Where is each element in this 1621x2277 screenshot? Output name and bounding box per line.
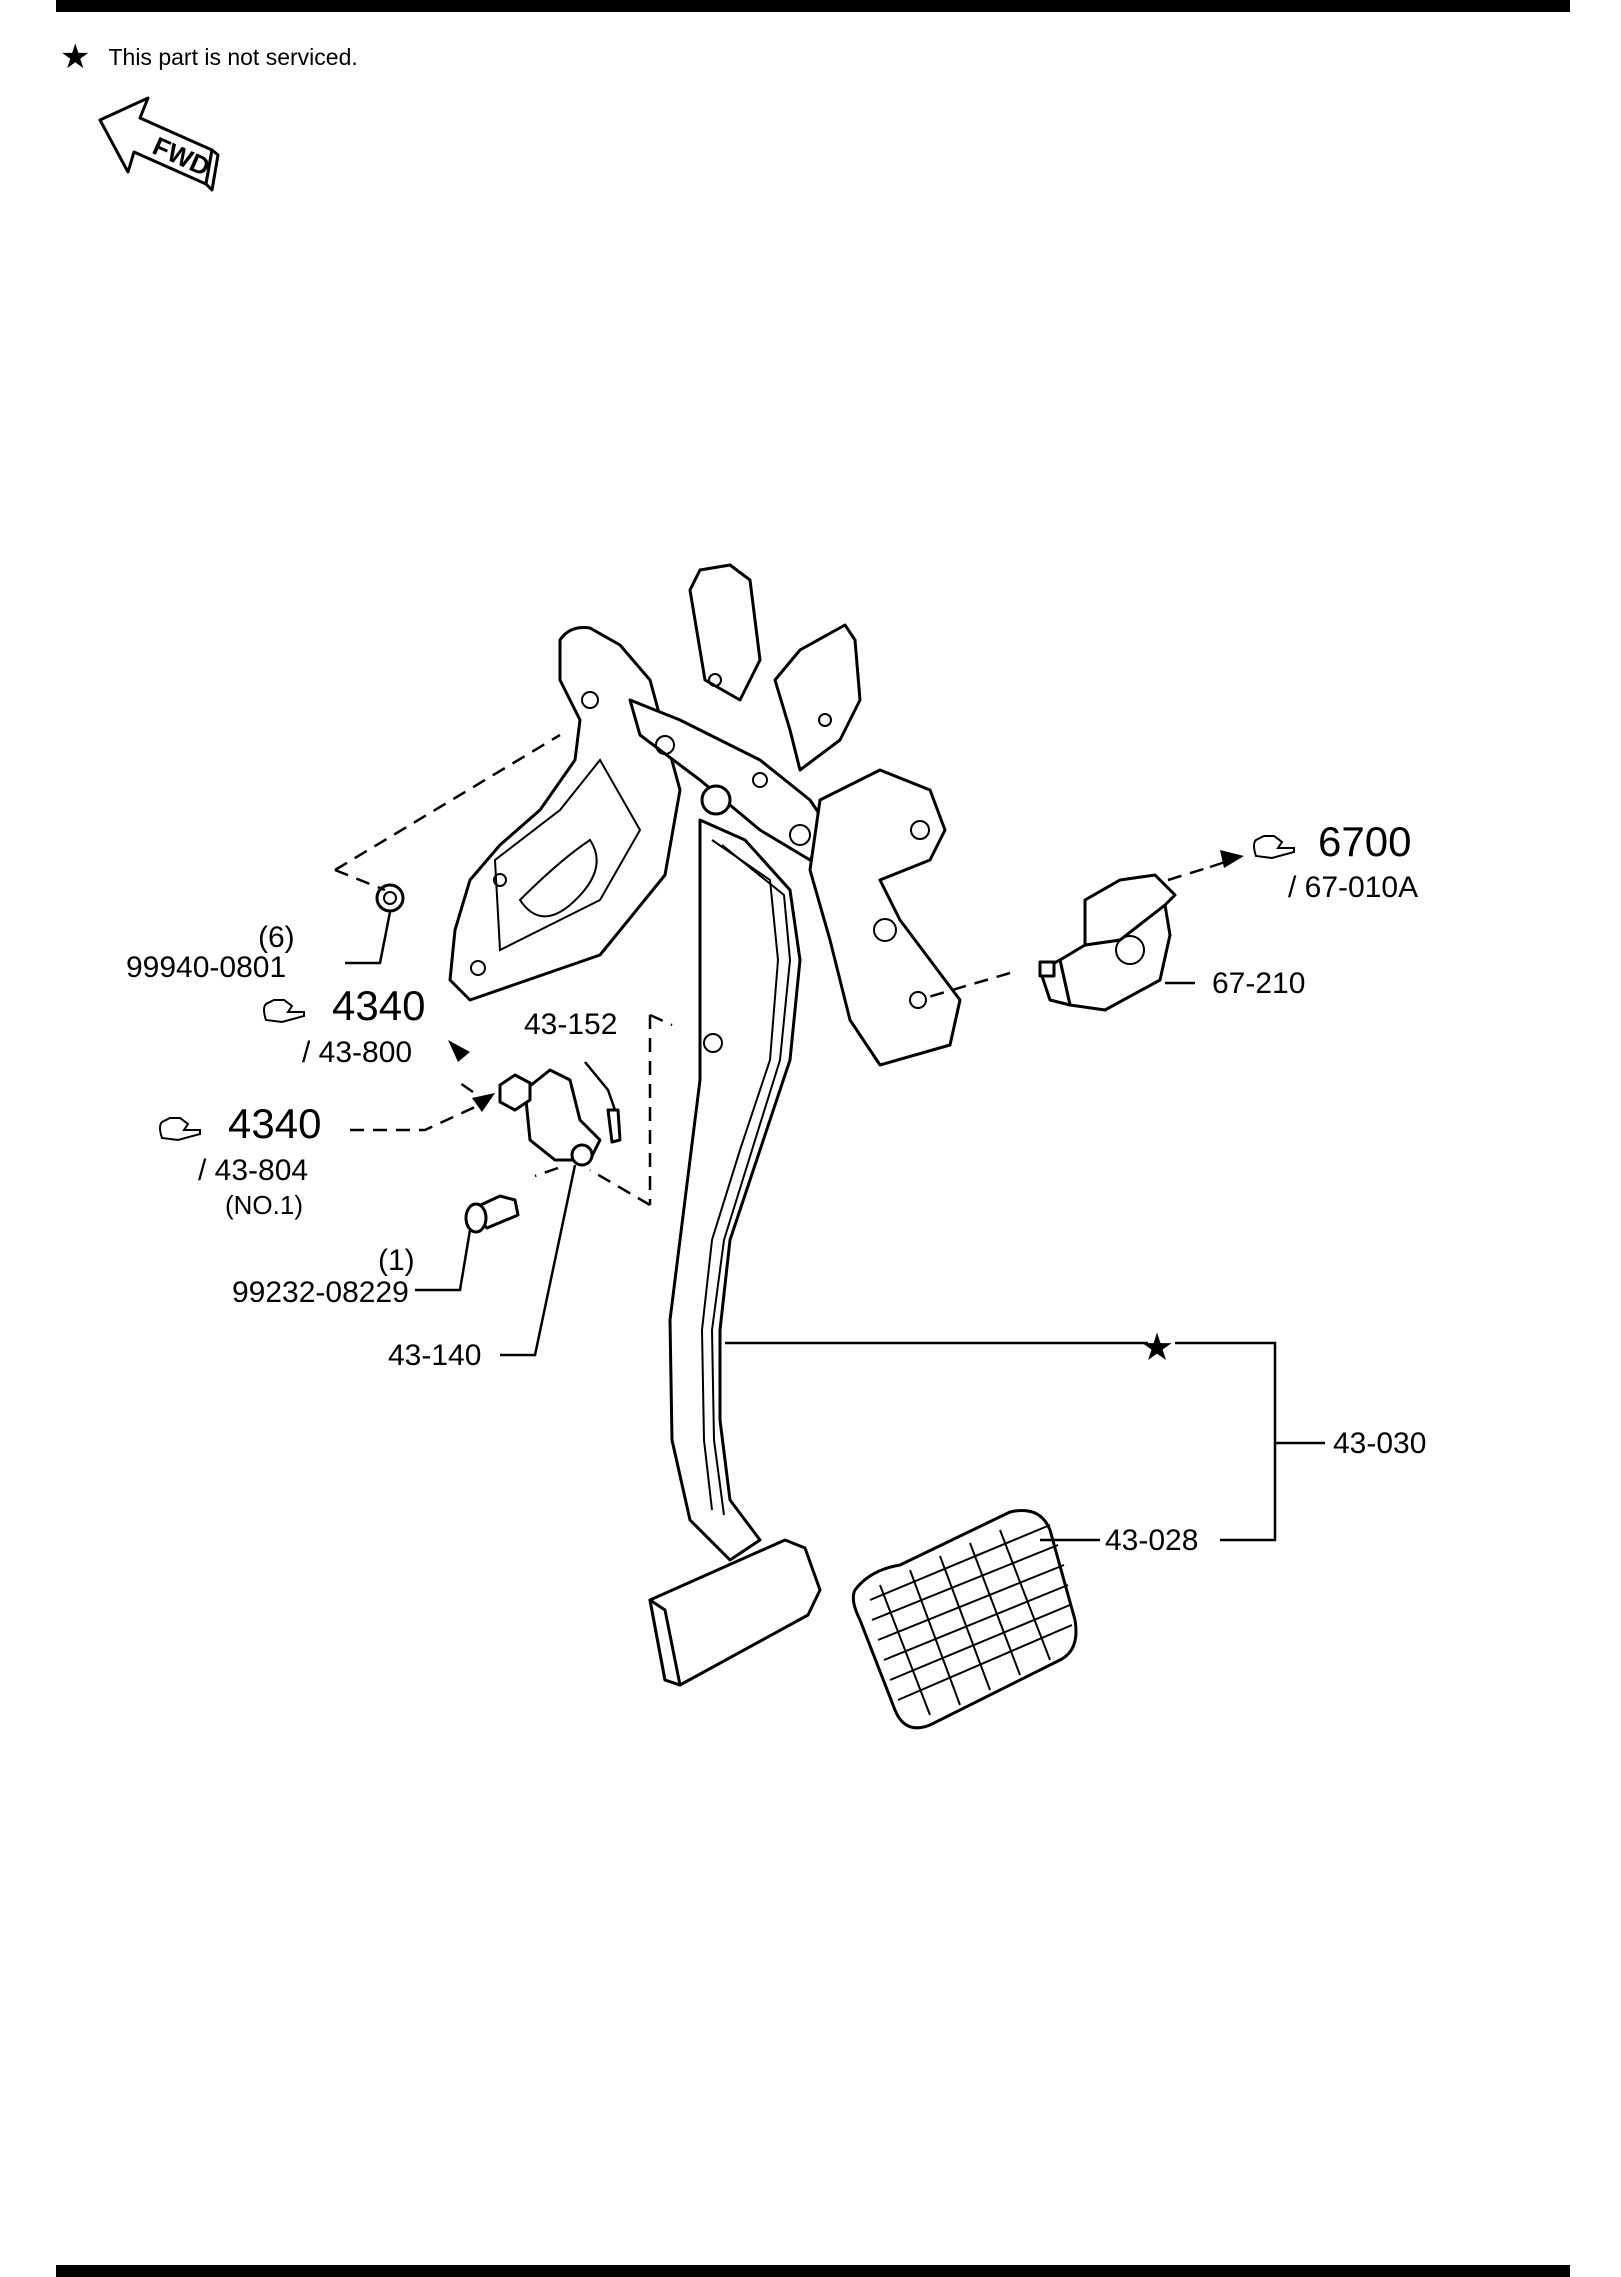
hand-pointer-icon-4340-a bbox=[263, 999, 305, 1024]
leader-lines bbox=[345, 911, 1325, 1542]
clip bbox=[606, 1108, 622, 1144]
ref-6700-number: 6700 bbox=[1318, 818, 1411, 865]
top-border-rule bbox=[56, 0, 1570, 12]
nut bbox=[498, 1073, 532, 1112]
ref-4340-b-note: (NO.1) bbox=[225, 1190, 303, 1220]
pedal-bracket-upper bbox=[628, 563, 862, 862]
part-99940-number: 99940-0801 bbox=[126, 951, 286, 984]
star-icon: ★ bbox=[60, 38, 91, 76]
pedal-pad bbox=[851, 1509, 1078, 1730]
part-67210-label: 67-210 bbox=[1212, 967, 1305, 1000]
brake-pedal-arm bbox=[668, 784, 802, 1562]
ref-4340-a-sub: / 43-800 bbox=[302, 1036, 412, 1069]
fwd-arrow-icon: FWD bbox=[98, 96, 220, 192]
part-43140-label: 43-140 bbox=[388, 1339, 481, 1372]
part-43152-label: 43-152 bbox=[524, 1008, 617, 1041]
part-99232-number: 99232-08229 bbox=[232, 1276, 409, 1309]
clevis bbox=[523, 1068, 602, 1167]
not-serviced-star-icon: ★ bbox=[1140, 1327, 1174, 1369]
assembly-lines bbox=[334, 733, 1244, 1207]
stop-light-switch bbox=[1038, 873, 1177, 1012]
pedal-foot-plate bbox=[648, 1538, 822, 1687]
bottom-border-rule bbox=[56, 2265, 1570, 2277]
hand-pointer-icon-4340-b bbox=[159, 1117, 201, 1142]
ref-4340-a-number: 4340 bbox=[332, 982, 425, 1029]
legend-text: This part is not serviced. bbox=[108, 43, 358, 70]
part-43030-label: 43-030 bbox=[1333, 1427, 1426, 1460]
part-43028-label: 43-028 bbox=[1105, 1524, 1198, 1557]
ref-6700-sub: / 67-010A bbox=[1288, 871, 1418, 904]
pedal-bracket-right bbox=[808, 768, 962, 1067]
legend-note: ★ This part is not serviced. bbox=[60, 40, 358, 74]
clevis-pin bbox=[464, 1194, 520, 1234]
part-99232-qty: (1) bbox=[378, 1244, 415, 1277]
hand-pointer-icon-6700 bbox=[1253, 835, 1295, 860]
ref-4340-b-number: 4340 bbox=[228, 1100, 321, 1147]
part-99940-qty: (6) bbox=[258, 921, 295, 954]
ref-4340-b-sub: / 43-804 bbox=[198, 1154, 308, 1187]
flange-nut bbox=[375, 883, 405, 913]
pedal-bracket-left bbox=[448, 626, 682, 1002]
